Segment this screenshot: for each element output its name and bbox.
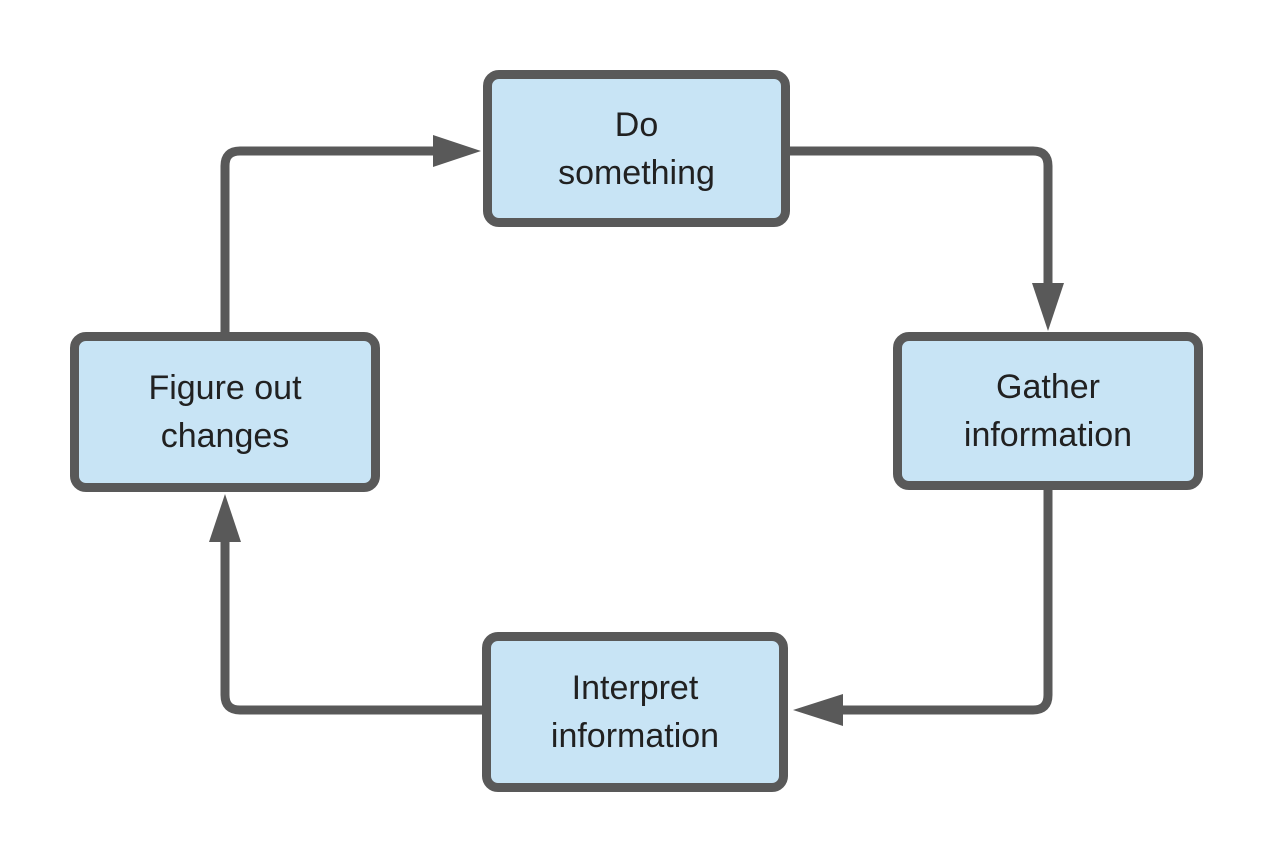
node-interpret-information: Interpret information bbox=[482, 632, 788, 792]
node-gather-information: Gather information bbox=[893, 332, 1203, 490]
edge-interpret-to-figure bbox=[209, 494, 483, 715]
arrowhead-left-icon bbox=[793, 694, 843, 726]
node-gather-information-label: Gather information bbox=[963, 368, 1133, 454]
edge-gather-to-interpret bbox=[793, 489, 1053, 726]
node-interpret-information-label: Interpret information bbox=[550, 669, 720, 755]
edge-figure-to-do bbox=[220, 135, 481, 333]
arrowhead-right-icon bbox=[433, 135, 481, 167]
node-figure-out-changes-label: Figure out changes bbox=[148, 369, 302, 455]
node-do-something-label: Do something bbox=[558, 105, 715, 192]
node-do-something: Do something bbox=[483, 70, 790, 227]
arrowhead-up-icon bbox=[209, 494, 241, 542]
edge-do-to-gather bbox=[789, 146, 1064, 331]
node-figure-out-changes: Figure out changes bbox=[70, 332, 380, 492]
arrowhead-down-icon bbox=[1032, 283, 1064, 331]
